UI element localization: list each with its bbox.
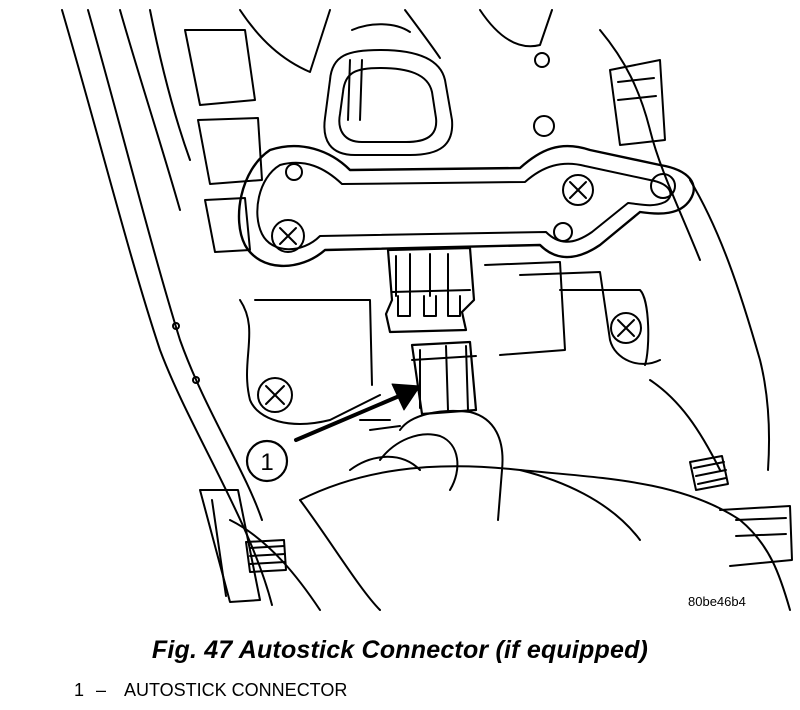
- bracket-screw-right: [562, 174, 594, 206]
- shifter-housing: [239, 9, 771, 471]
- callout-1-leader: [294, 383, 421, 442]
- bracket-screw-left: [271, 219, 305, 253]
- cavity-screw-right: [610, 312, 642, 344]
- legend-item: 1–AUTOSTICK CONNECTOR: [74, 680, 347, 701]
- connector-harness-half[interactable]: [410, 340, 478, 416]
- figure-caption: Fig. 47 Autostick Connector (if equipped…: [151, 636, 649, 664]
- stud-left: [245, 539, 287, 573]
- callout-1-number: 1: [260, 449, 273, 476]
- technician-hand: [229, 409, 791, 611]
- console-side-trim: [61, 9, 273, 606]
- stud-right: [689, 455, 729, 491]
- lower-trim: [199, 489, 793, 603]
- legend-item-label: AUTOSTICK CONNECTOR: [124, 680, 348, 700]
- console-cavity: [239, 261, 721, 471]
- figure-code: 80be46b4: [688, 594, 746, 609]
- legend-item-number: 1: [74, 680, 85, 700]
- autostick-connector-illustration: 1 80be46b4: [61, 9, 793, 611]
- callout-1-bubble: 1: [245, 439, 289, 483]
- connector-mounted-half: [384, 246, 476, 334]
- mounting-bracket: [237, 144, 695, 268]
- cavity-screw-left: [257, 377, 293, 413]
- legend-item-separator: –: [96, 680, 107, 700]
